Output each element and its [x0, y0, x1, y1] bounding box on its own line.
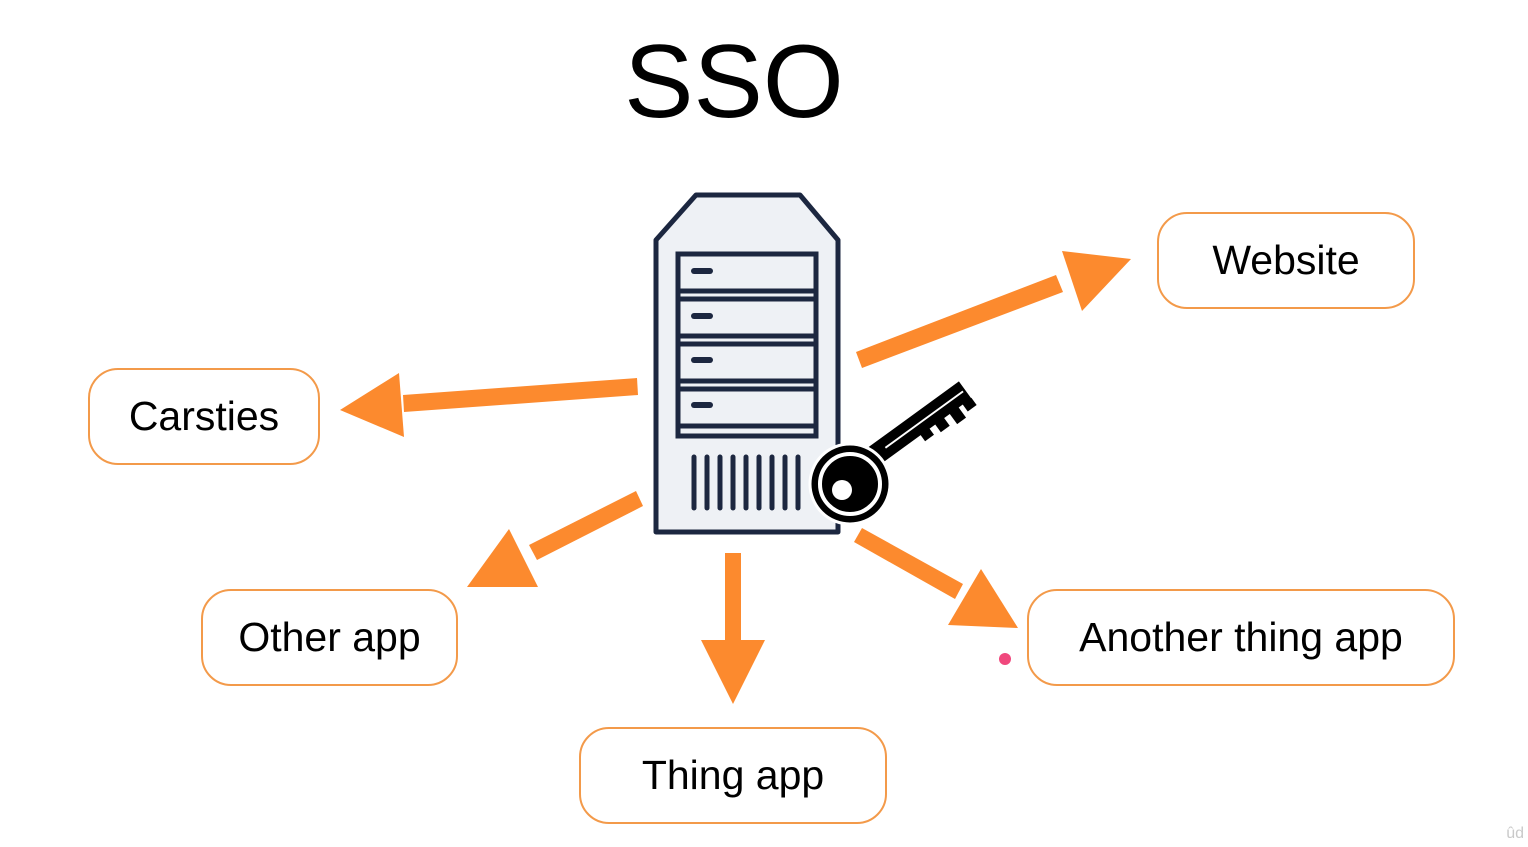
arrow-to-another-thing-app: [854, 528, 1018, 628]
watermark-logo: ûd: [1506, 825, 1524, 842]
arrow-to-carsties: [340, 373, 638, 437]
carsties-box: Carsties: [88, 368, 320, 465]
page-title: SSO: [624, 24, 844, 140]
thing-app-box: Thing app: [579, 727, 887, 824]
pointer-dot: [999, 653, 1011, 665]
arrow-to-thing-app: [701, 553, 765, 704]
arrow-to-other-app: [467, 491, 643, 587]
arrow-to-website: [856, 251, 1131, 368]
key-icon: [808, 377, 977, 526]
other-app-box: Other app: [201, 589, 458, 686]
website-box: Website: [1157, 212, 1415, 309]
server-icon: [653, 192, 841, 535]
another-thing-app-box: Another thing app: [1027, 589, 1455, 686]
